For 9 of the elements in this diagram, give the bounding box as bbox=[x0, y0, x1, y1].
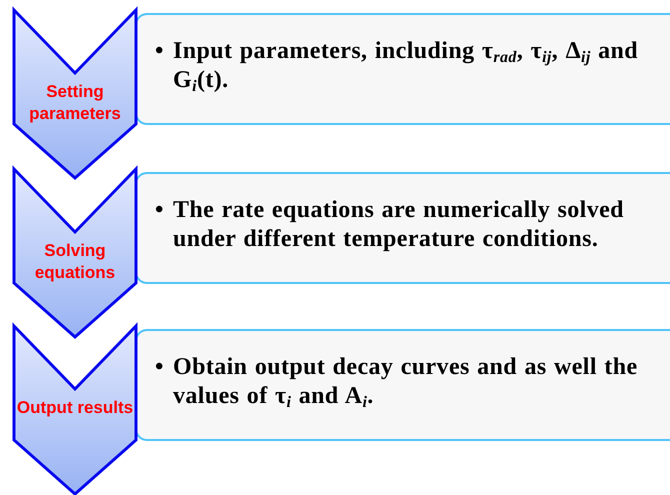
description-text: Obtain output decay curves and as well the values of τ$_{i}$ and A$_{i}$. bbox=[173, 353, 638, 411]
bullet-mark: • bbox=[155, 37, 164, 66]
bullet-mark: • bbox=[155, 353, 164, 382]
description-text: Input parameters, including τ$_{rad}$, τ$_{ij}$, Δ$_{ij}$ and G$_{i}$(t). bbox=[173, 37, 640, 95]
description-text: The rate equations are numerically solved under different temperature conditions. bbox=[173, 196, 625, 254]
bullet-mark: • bbox=[155, 196, 164, 225]
description-panel bbox=[135, 329, 670, 441]
description-panel bbox=[135, 172, 670, 284]
description-panel bbox=[135, 13, 670, 125]
